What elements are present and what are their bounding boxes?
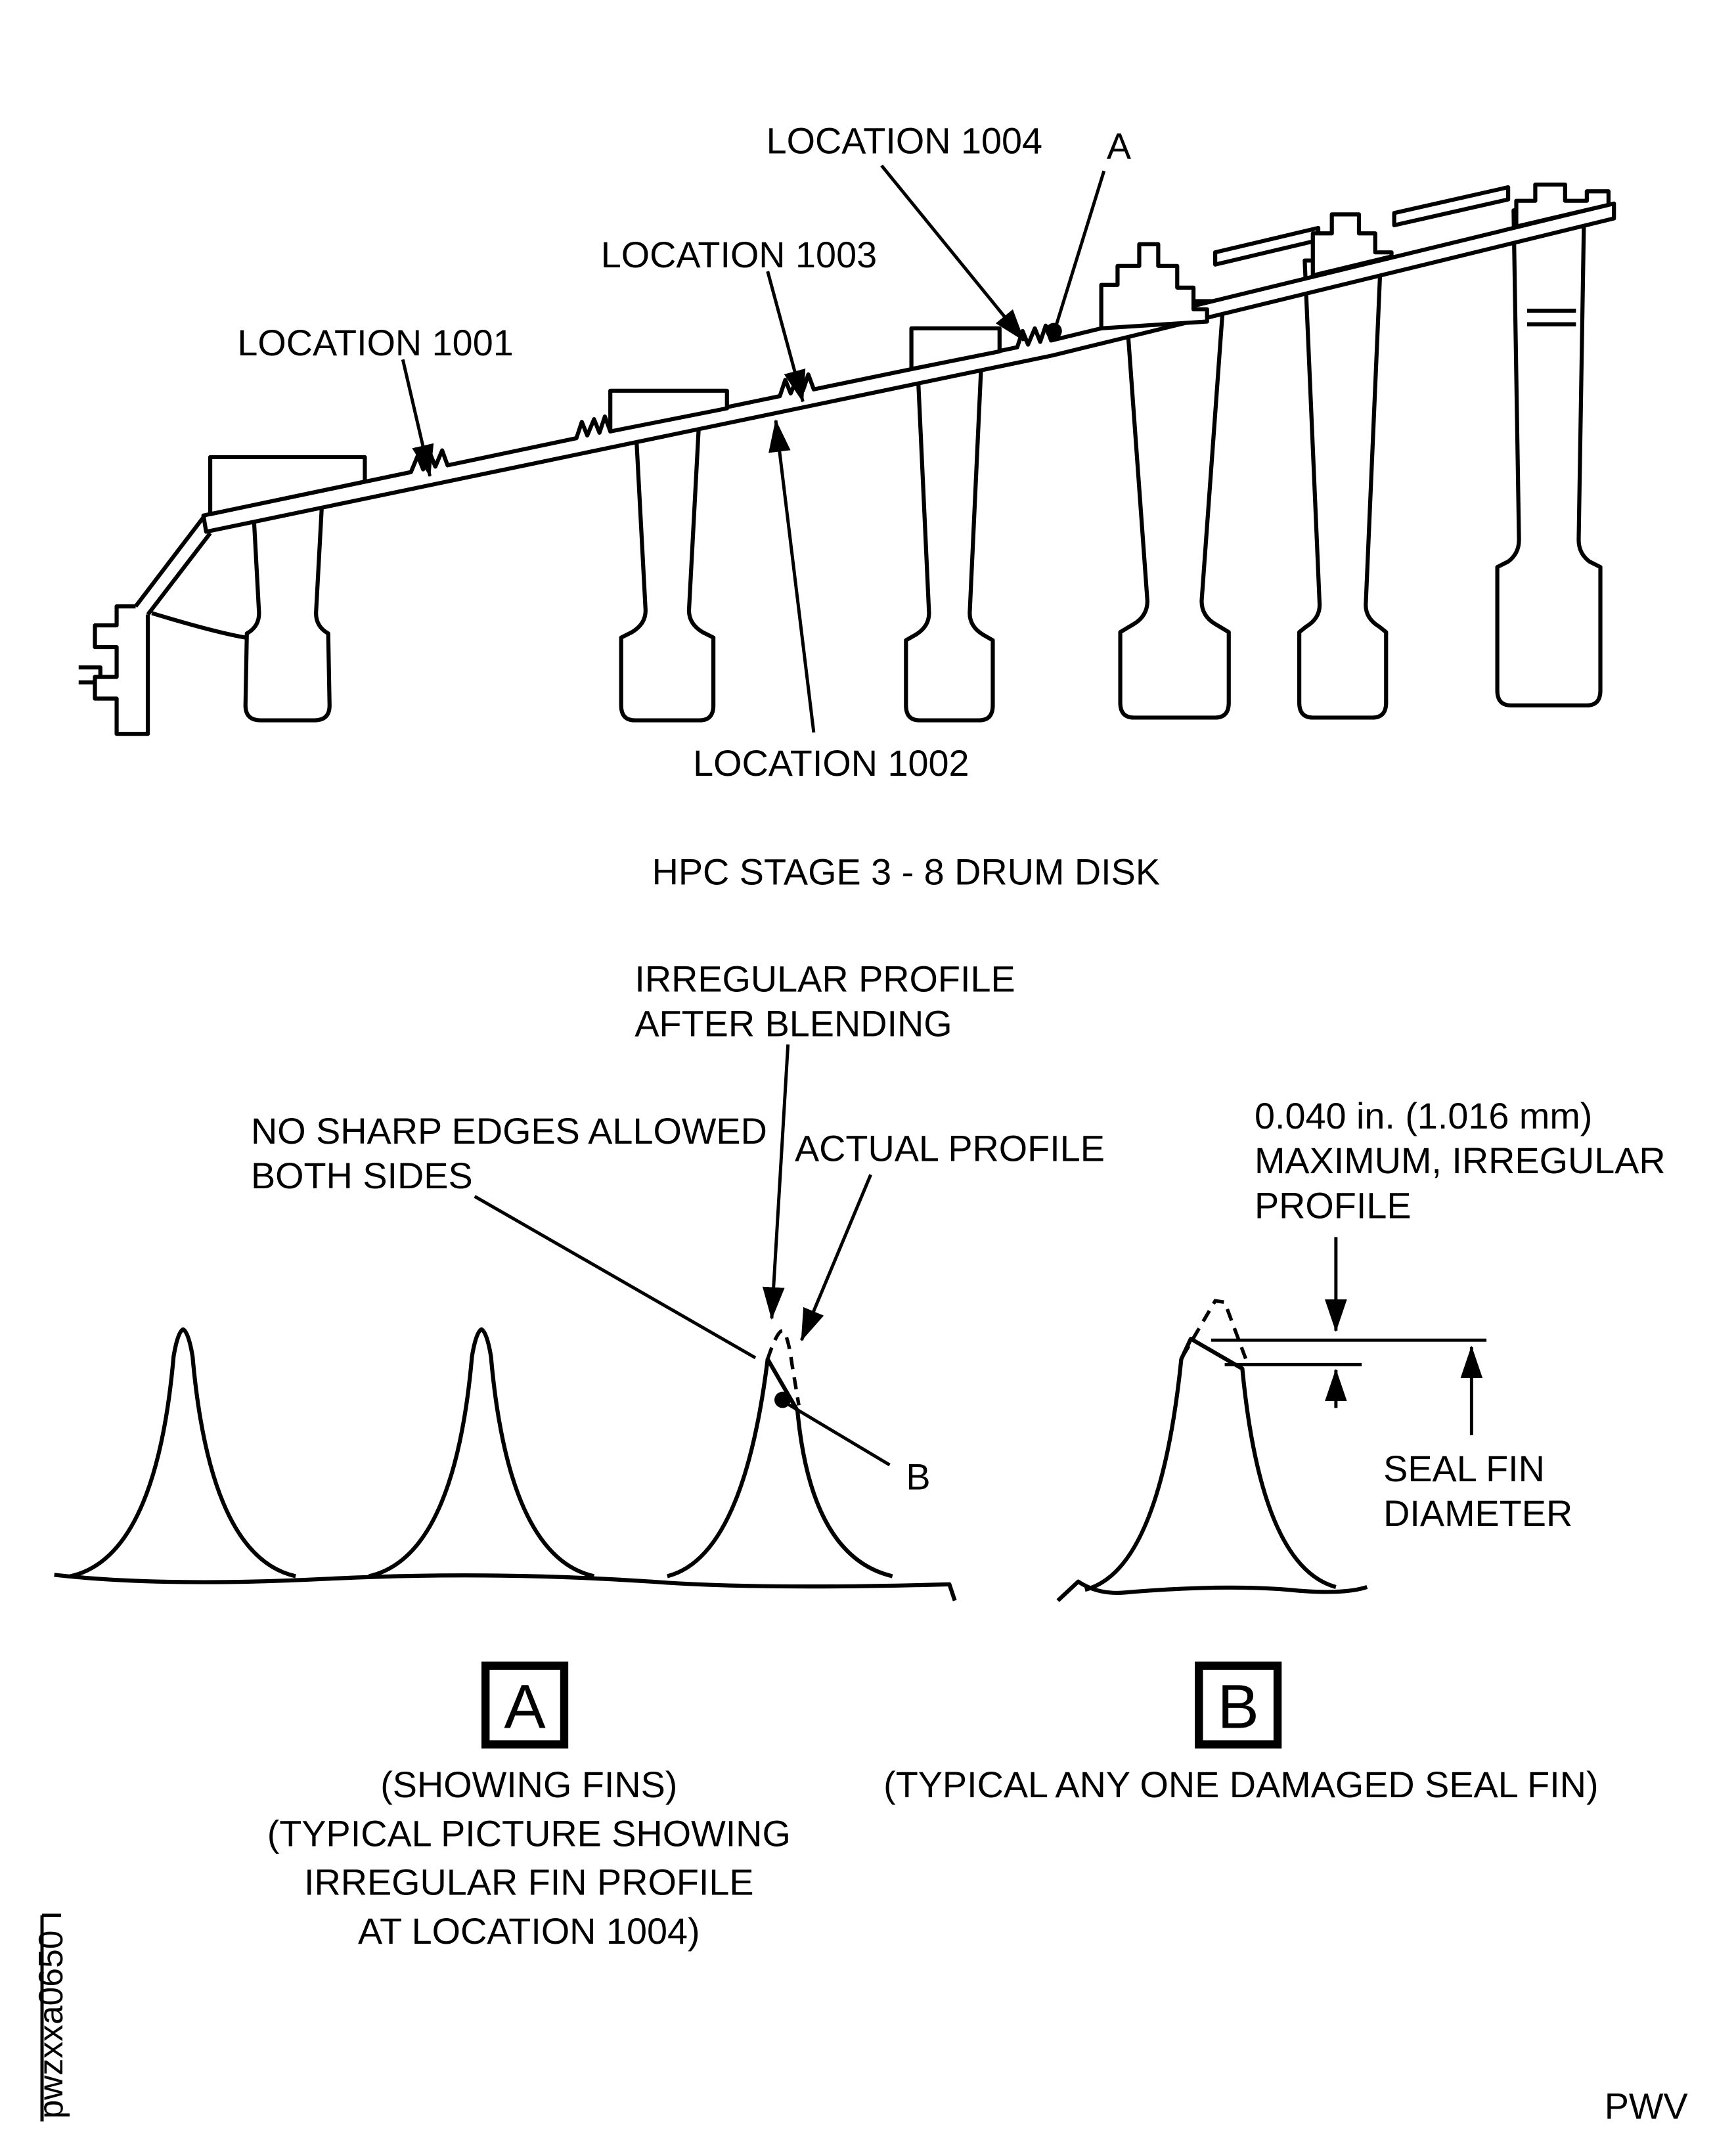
detail-a-drawing — [54, 1327, 957, 1601]
label-no-sharp-edges-1: NO SHARP EDGES ALLOWED — [251, 1111, 767, 1152]
leader-location-1001 — [401, 359, 434, 478]
detail-a-caption-1: (SHOWING FINS) — [380, 1764, 677, 1805]
footer-doc-code: pwzxxa0650 — [32, 1930, 70, 2118]
disk-web-stage6 — [1118, 299, 1231, 720]
label-location-1004: LOCATION 1004 — [767, 120, 1042, 161]
detail-b-box-letter: B — [1218, 1672, 1259, 1742]
leader-detail-a — [1055, 170, 1106, 325]
fin-b-original-profile — [1181, 1299, 1249, 1362]
leader-irregular-profile — [762, 1044, 790, 1320]
leader-location-1004 — [880, 164, 1025, 342]
fin-b-damaged — [1084, 1337, 1337, 1592]
label-location-1002: LOCATION 1002 — [693, 743, 969, 784]
drum-spine — [201, 201, 1616, 534]
front-flange-hooks — [78, 665, 102, 684]
rear-plate-1 — [1213, 225, 1321, 267]
disk-web-stage5 — [904, 347, 995, 723]
footer-right-code: PWV — [1605, 2086, 1688, 2126]
main-view-leaders — [401, 164, 1106, 733]
label-dim-3: PROFILE — [1255, 1185, 1412, 1226]
fin-3-blended — [667, 1356, 893, 1579]
fin-2 — [368, 1327, 595, 1579]
detail-a-caption-3: IRREGULAR FIN PROFILE — [304, 1862, 754, 1903]
leader-detail-b — [784, 1401, 891, 1467]
label-dim-2: MAXIMUM, IRREGULAR — [1255, 1140, 1666, 1181]
detail-a-caption-4: AT LOCATION 1004) — [358, 1911, 700, 1952]
label-seal-fin-2: DIAMETER — [1383, 1493, 1572, 1534]
blade-platform-stage3 — [208, 455, 367, 516]
rear-flange-2 — [1310, 212, 1394, 278]
blade-platform-stage4 — [608, 388, 729, 434]
disk-web-stage7 — [1297, 258, 1389, 720]
label-irregular-profile-2: AFTER BLENDING — [634, 1004, 952, 1044]
label-actual-profile: ACTUAL PROFILE — [795, 1129, 1105, 1169]
leader-location-1003 — [766, 271, 806, 403]
drum-disk-cross-section — [78, 182, 1616, 736]
detail-a-baseline — [54, 1573, 957, 1601]
leader-no-sharp-edges — [474, 1195, 757, 1360]
detail-b-drawing — [1056, 1237, 1487, 1602]
fin-1 — [70, 1327, 296, 1579]
rear-flange-3 — [1514, 182, 1611, 229]
leader-location-1002 — [768, 419, 816, 733]
label-detail-b-marker: B — [906, 1456, 930, 1497]
rear-flange-1 — [1099, 242, 1209, 330]
label-dim-1: 0.040 in. (1.016 mm) — [1255, 1096, 1592, 1136]
detail-b-baseline — [1056, 1579, 1368, 1602]
label-detail-a-marker: A — [1107, 126, 1132, 167]
disk-web-stage8 — [1495, 208, 1603, 707]
rear-plate-2 — [1392, 185, 1511, 227]
label-irregular-profile-1: IRREGULAR PROFILE — [634, 959, 1015, 1000]
snap-ring-grooves — [1527, 308, 1576, 326]
front-arm — [134, 514, 246, 640]
detail-a-box-letter: A — [504, 1672, 546, 1742]
label-location-1001: LOCATION 1001 — [237, 323, 513, 363]
leader-actual-profile — [800, 1174, 872, 1342]
detail-b-box — [1195, 1661, 1282, 1749]
detail-a-dot — [1045, 323, 1062, 340]
label-no-sharp-edges-2: BOTH SIDES — [251, 1155, 473, 1196]
label-seal-fin-1: SEAL FIN — [1383, 1448, 1545, 1489]
footer-bracket — [40, 1914, 61, 2122]
disk-web-stage4 — [619, 405, 716, 723]
disk-web-stage3 — [243, 486, 332, 723]
label-location-1003: LOCATION 1003 — [601, 235, 877, 275]
front-flange — [93, 604, 150, 736]
main-view-caption: HPC STAGE 3 - 8 DRUM DISK — [652, 851, 1160, 892]
detail-a-leaders — [474, 1044, 891, 1467]
detail-b-caption: (TYPICAL ANY ONE DAMAGED SEAL FIN) — [883, 1764, 1598, 1805]
detail-a-box — [481, 1661, 569, 1749]
detail-a-caption-2: (TYPICAL PICTURE SHOWING — [267, 1813, 791, 1854]
